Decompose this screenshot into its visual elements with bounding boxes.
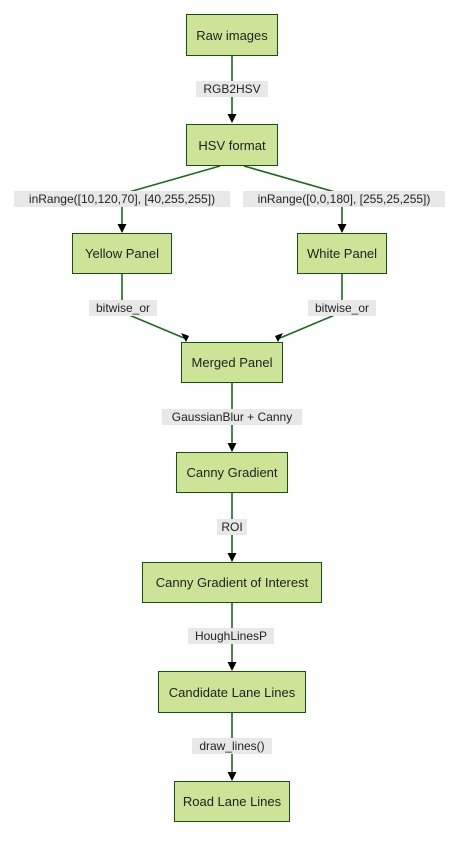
edge-label-bitwise-or-yellow: bitwise_or — [89, 300, 157, 316]
arrowhead-draw-lines — [227, 772, 237, 781]
node-merged-panel: Merged Panel — [181, 342, 283, 383]
arrowhead-houghlinesp — [227, 662, 237, 671]
node-road-lane-lines: Road Lane Lines — [174, 781, 290, 822]
edge-label-draw-lines: draw_lines() — [192, 738, 272, 754]
node-raw-images: Raw images — [186, 14, 278, 56]
arrowhead-inrange-white — [337, 224, 347, 233]
node-canny-gradient: Canny Gradient — [176, 452, 288, 493]
node-canny-gradient-of-interest: Canny Gradient of Interest — [142, 562, 322, 603]
node-white-panel: White Panel — [297, 233, 387, 274]
arrowhead-roi — [227, 553, 237, 562]
arrowhead-bitwise-or-white — [275, 333, 283, 342]
arrowhead-bitwise-or-yellow — [181, 333, 189, 342]
node-hsv-format: HSV format — [186, 124, 278, 166]
arrowhead-inrange-yellow — [117, 224, 127, 233]
edge-label-houghlinesp: HoughLinesP — [188, 628, 274, 644]
node-yellow-panel: Yellow Panel — [72, 233, 172, 274]
edge-label-inrange-white: inRange([0,0,180], [255,25,255]) — [243, 191, 445, 207]
edge-label-bitwise-or-white: bitwise_or — [308, 300, 376, 316]
arrowhead-gaussian-canny — [227, 443, 237, 452]
edge-label-rgb2hsv: RGB2HSV — [196, 81, 268, 97]
node-candidate-lane-lines: Candidate Lane Lines — [158, 671, 306, 713]
edge-label-roi: ROI — [217, 519, 247, 535]
arrowhead-rgb2hsv — [227, 114, 237, 123]
edge-label-gaussian-canny: GaussianBlur + Canny — [162, 409, 302, 425]
edge-label-inrange-yellow: inRange([10,120,70], [40,255,255]) — [14, 191, 230, 207]
